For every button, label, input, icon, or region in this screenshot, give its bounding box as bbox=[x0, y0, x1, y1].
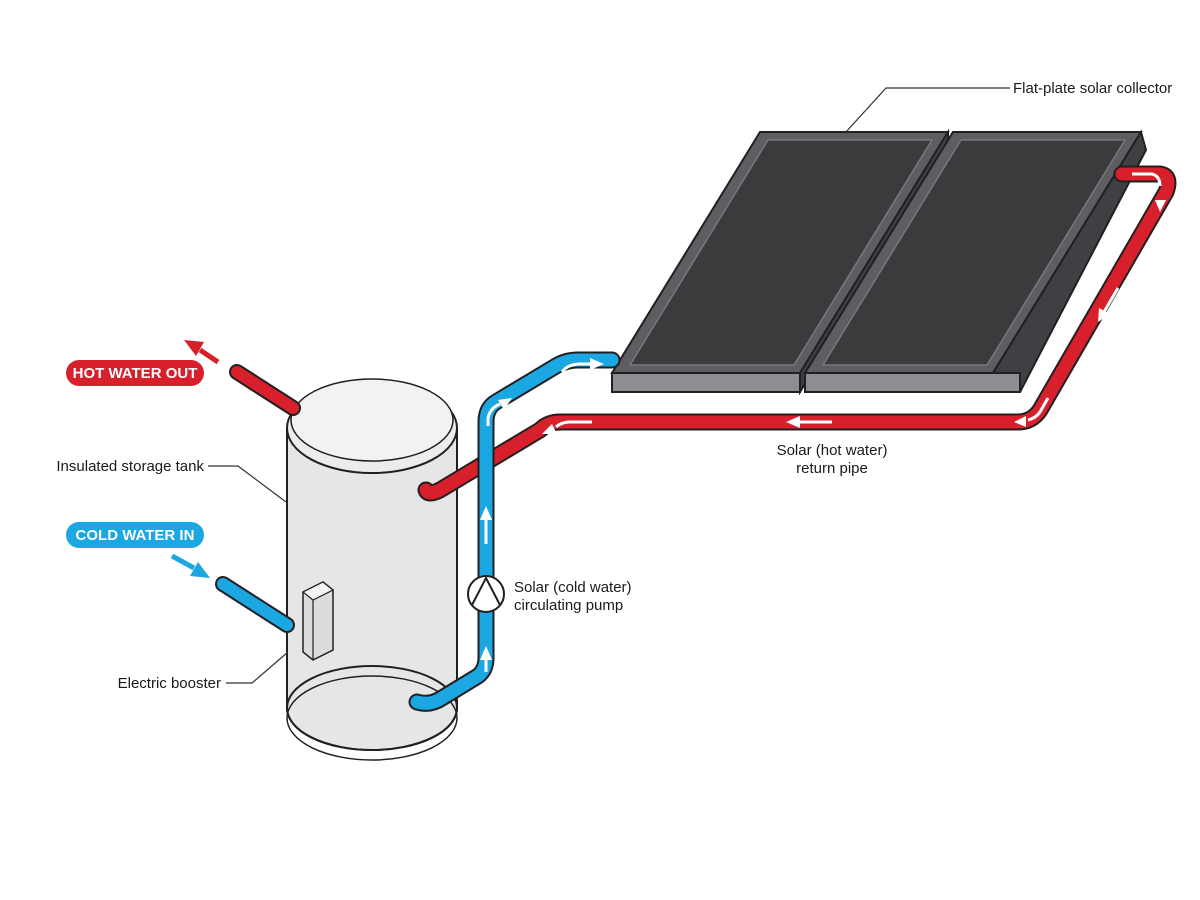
svg-text:Electric booster: Electric booster bbox=[118, 675, 221, 692]
return-pipe-callout: Solar (hot water) return pipe bbox=[777, 442, 888, 477]
svg-text:Solar (cold water): Solar (cold water) bbox=[514, 579, 632, 596]
flow-arrow-icon bbox=[560, 358, 604, 373]
flow-arrow-icon bbox=[486, 398, 512, 426]
svg-text:Flat-plate solar collector: Flat-plate solar collector bbox=[1013, 80, 1172, 97]
flow-arrow-icon bbox=[1132, 172, 1166, 212]
svg-text:circulating pump: circulating pump bbox=[514, 597, 623, 614]
svg-text:HOT WATER OUT: HOT WATER OUT bbox=[73, 365, 198, 382]
cold-water-in-label: COLD WATER IN bbox=[66, 522, 204, 548]
collector-panel-right bbox=[803, 129, 1148, 393]
storage-tank bbox=[286, 378, 458, 761]
flow-arrow-icon bbox=[1098, 287, 1120, 322]
cold-in-arrow-icon bbox=[170, 553, 210, 578]
hot-water-out-pipe bbox=[229, 364, 301, 416]
flow-arrow-icon bbox=[480, 506, 492, 544]
storage-tank-callout: Insulated storage tank bbox=[56, 458, 287, 503]
svg-text:COLD WATER IN: COLD WATER IN bbox=[76, 527, 195, 544]
electric-booster-callout: Electric booster bbox=[118, 651, 289, 692]
electric-booster-box bbox=[301, 581, 335, 661]
flow-arrow-icon bbox=[542, 420, 592, 434]
svg-text:Insulated storage tank: Insulated storage tank bbox=[56, 458, 204, 475]
flow-arrows bbox=[480, 172, 1166, 672]
flow-arrow-icon bbox=[480, 646, 492, 672]
solar-collector bbox=[610, 128, 1148, 396]
pump-icon bbox=[467, 575, 505, 613]
collector-callout: Flat-plate solar collector bbox=[845, 80, 1172, 133]
svg-text:Solar (hot water): Solar (hot water) bbox=[777, 442, 888, 459]
flow-arrow-icon bbox=[1014, 397, 1050, 427]
cold-water-in-pipe bbox=[215, 576, 295, 633]
hot-out-arrow-icon bbox=[184, 340, 220, 365]
pump-callout: Solar (cold water) circulating pump bbox=[514, 579, 632, 614]
flow-arrow-icon bbox=[786, 416, 832, 428]
svg-text:return pipe: return pipe bbox=[796, 460, 868, 477]
hot-water-out-label: HOT WATER OUT bbox=[66, 360, 204, 386]
solar-supply-pipe bbox=[408, 351, 621, 712]
